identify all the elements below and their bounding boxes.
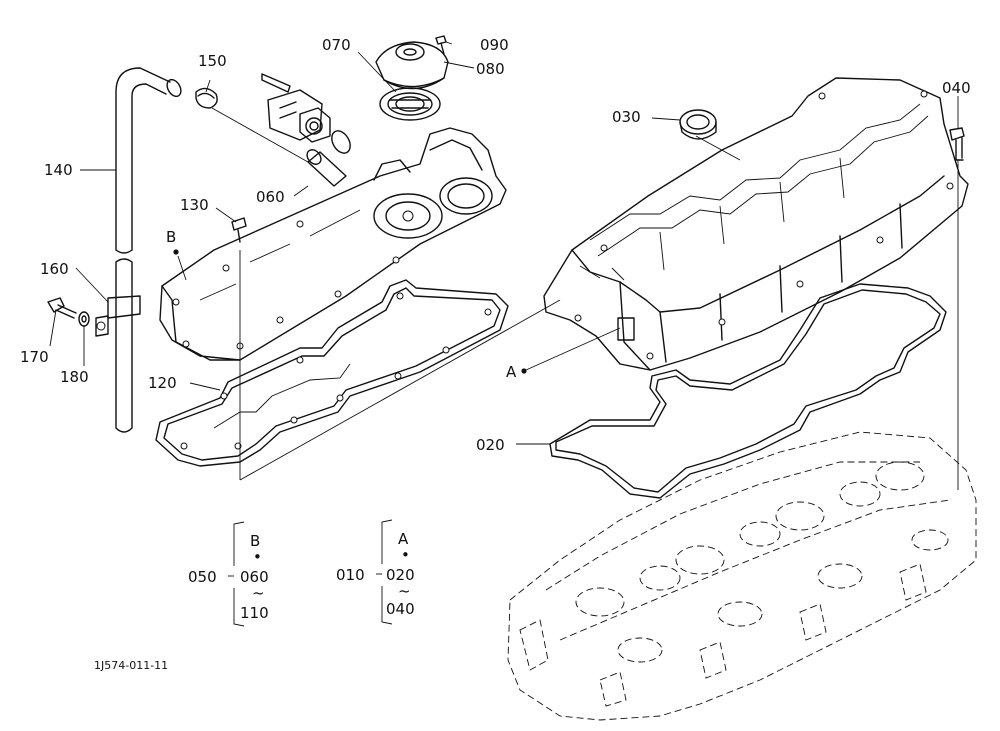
o-ring xyxy=(331,130,351,154)
callout-140: 140 xyxy=(44,161,73,179)
callout-090: 090 xyxy=(480,36,509,54)
valve-cover-b xyxy=(159,127,507,361)
callout-160: 160 xyxy=(40,260,69,278)
group-050-to: 110 xyxy=(240,604,269,622)
cylinder-head xyxy=(507,431,977,721)
callout-120: 120 xyxy=(148,374,177,392)
valve-cover-a xyxy=(543,77,969,371)
oil-seal-030 xyxy=(679,109,717,140)
gasket-120 xyxy=(155,279,509,467)
ref-label-a: A xyxy=(506,363,517,381)
group-050-tilde: ~ xyxy=(252,584,265,602)
group-010-tilde: ~ xyxy=(398,582,411,600)
callout-180: 180 xyxy=(60,368,89,386)
group-050-ref: B xyxy=(250,532,260,550)
diagram-code: 1J574-011-11 xyxy=(94,659,168,672)
group-050: 050 B • 060 ~ 110 xyxy=(188,521,269,627)
washer-180 xyxy=(78,311,90,327)
group-010-to: 040 xyxy=(386,600,415,618)
leader-lines xyxy=(49,41,959,445)
callout-020: 020 xyxy=(476,436,505,454)
callout-060: 060 xyxy=(256,188,285,206)
callout-130: 130 xyxy=(180,196,209,214)
group-010: 010 A • 020 ~ 040 xyxy=(336,519,415,625)
bolt-040 xyxy=(949,127,965,161)
bolt-130 xyxy=(231,217,247,243)
bolt-170 xyxy=(47,297,77,319)
callout-150: 150 xyxy=(198,52,227,70)
gasket-020 xyxy=(549,283,947,499)
group-050-from: 060 xyxy=(240,568,269,586)
hose-clamp-160 xyxy=(95,295,141,337)
callout-040: 040 xyxy=(942,79,971,97)
breather-cap-080 xyxy=(375,41,449,90)
group-010-from: 020 xyxy=(386,566,415,584)
group-010-number: 010 xyxy=(336,566,365,584)
callout-080: 080 xyxy=(476,60,505,78)
hose-clip-150 xyxy=(195,87,218,109)
breather-pipe-060 xyxy=(306,149,347,187)
group-010-ref: A xyxy=(398,530,409,548)
group-050-dot: • xyxy=(253,548,262,566)
callout-170: 170 xyxy=(20,348,49,366)
group-010-dot: • xyxy=(401,546,410,564)
sensor-assembly xyxy=(261,73,331,143)
group-050-number: 050 xyxy=(188,568,217,586)
callout-030: 030 xyxy=(612,108,641,126)
ref-dot-a xyxy=(521,368,527,374)
ref-label-b: B xyxy=(166,228,176,246)
ref-dot-b xyxy=(173,249,179,255)
callout-070: 070 xyxy=(322,36,351,54)
breather-hose-140 xyxy=(115,67,182,433)
diaphragm-070 xyxy=(379,87,441,121)
